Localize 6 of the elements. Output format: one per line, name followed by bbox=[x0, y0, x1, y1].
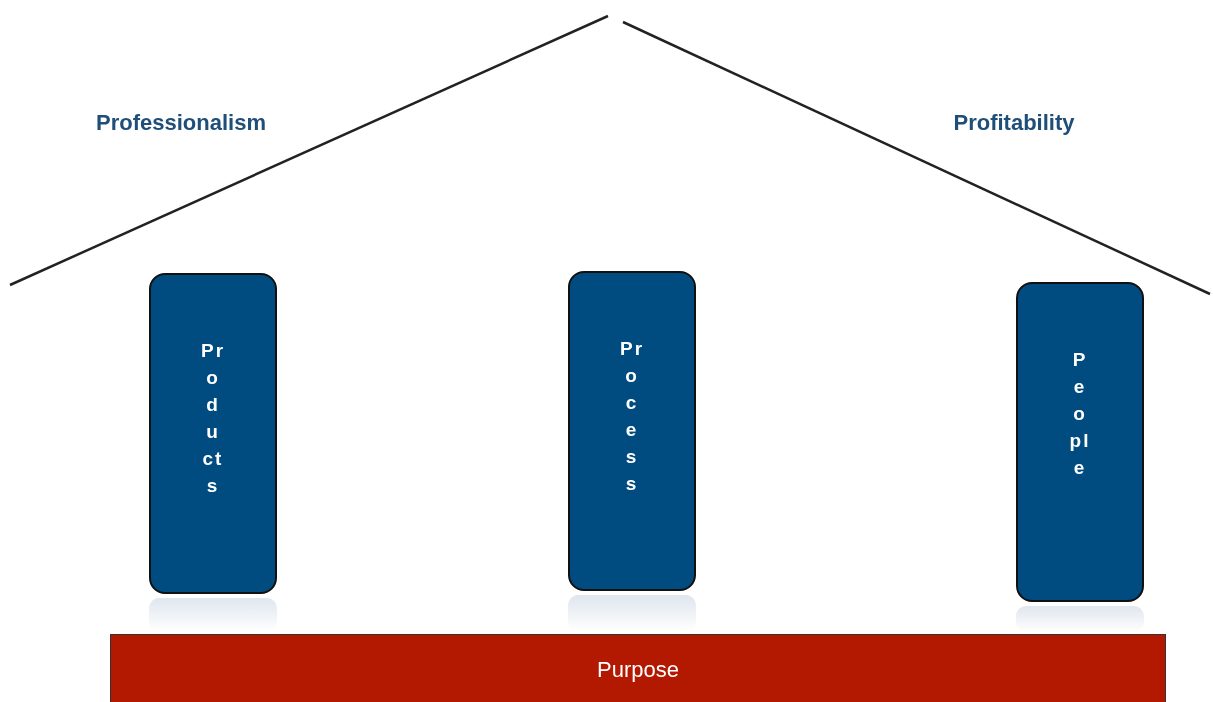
foundation-bar: Purpose bbox=[110, 634, 1166, 702]
pillar-box: Products bbox=[149, 273, 277, 594]
pillar-box: People bbox=[1016, 282, 1144, 602]
roof-label: Profitability bbox=[953, 109, 1075, 137]
pillar-box: Process bbox=[568, 271, 696, 591]
roof-label: Professionalism bbox=[96, 109, 266, 137]
